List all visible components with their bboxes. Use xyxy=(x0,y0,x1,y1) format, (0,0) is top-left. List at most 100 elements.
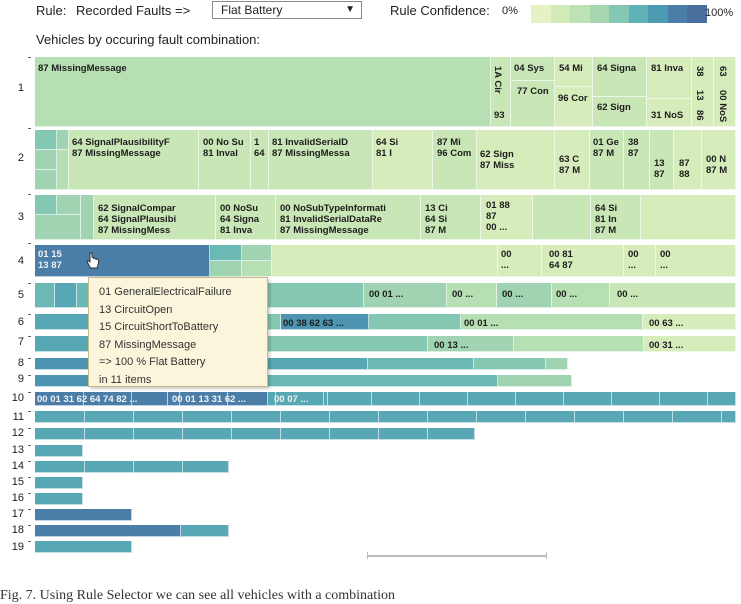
fault-combination-block[interactable] xyxy=(35,375,90,387)
fault-combination-block[interactable] xyxy=(168,392,268,406)
fault-combination-block[interactable] xyxy=(511,81,555,127)
fault-combination-block[interactable] xyxy=(447,283,497,308)
fault-combination-block[interactable] xyxy=(216,195,276,240)
fault-combination-block[interactable] xyxy=(368,358,474,370)
fault-combination-block[interactable] xyxy=(35,130,57,150)
fault-combination-block[interactable] xyxy=(477,130,555,190)
fault-combination-block[interactable] xyxy=(498,245,542,277)
fault-combination-block[interactable] xyxy=(242,245,272,261)
fault-combination-block[interactable] xyxy=(268,358,368,370)
fault-combination-block[interactable] xyxy=(69,130,199,190)
rule-select[interactable]: Flat Battery ▼ xyxy=(212,1,362,19)
fault-combination-block[interactable] xyxy=(268,283,364,308)
fault-combination-block[interactable] xyxy=(251,130,269,190)
fault-combination-block[interactable] xyxy=(674,130,702,190)
fault-combination-block[interactable] xyxy=(555,87,593,127)
block-divider xyxy=(476,411,477,423)
row-label: 1 xyxy=(17,82,24,94)
fault-combination-block[interactable] xyxy=(643,314,736,330)
fault-combination-block[interactable] xyxy=(514,336,644,352)
fault-combination-block[interactable] xyxy=(269,130,373,190)
fault-combination-block[interactable] xyxy=(555,57,593,87)
fault-combination-block[interactable] xyxy=(94,195,216,240)
fault-combination-block[interactable] xyxy=(268,375,498,387)
fault-combination-block[interactable] xyxy=(610,283,736,308)
fault-combination-block[interactable] xyxy=(35,509,132,521)
fault-combination-block[interactable] xyxy=(35,541,132,553)
fault-combination-block[interactable] xyxy=(35,283,55,308)
fault-combination-block[interactable] xyxy=(644,336,736,352)
fault-combination-block[interactable] xyxy=(35,358,90,370)
fault-combination-block[interactable] xyxy=(268,314,281,330)
fault-combination-block[interactable] xyxy=(498,375,572,387)
fault-combination-block[interactable] xyxy=(641,195,736,240)
fault-combination-block[interactable] xyxy=(35,445,83,457)
fault-combination-block[interactable] xyxy=(35,525,181,537)
fault-combination-block[interactable] xyxy=(35,336,90,352)
fault-combination-block[interactable] xyxy=(35,245,210,277)
fault-combination-block[interactable] xyxy=(373,130,433,190)
fault-combination-block[interactable] xyxy=(35,428,475,440)
fault-combination-block[interactable] xyxy=(593,57,647,97)
fault-combination-block[interactable] xyxy=(474,358,546,370)
fault-combination-block[interactable] xyxy=(55,283,77,308)
fault-combination-block[interactable] xyxy=(555,130,590,190)
fault-combination-block[interactable] xyxy=(57,195,81,215)
fault-combination-block[interactable] xyxy=(542,245,624,277)
row-label: 19 xyxy=(11,541,24,553)
fault-combination-block[interactable] xyxy=(57,130,69,150)
fault-combination-block[interactable] xyxy=(210,245,242,261)
fault-combination-block[interactable] xyxy=(369,314,461,330)
fault-combination-block[interactable] xyxy=(35,150,57,170)
fault-combination-block[interactable] xyxy=(491,57,511,127)
fault-combination-block[interactable] xyxy=(199,130,251,190)
fault-combination-block[interactable] xyxy=(511,57,555,81)
fault-combination-block[interactable] xyxy=(35,493,83,505)
fault-combination-block[interactable] xyxy=(702,130,736,190)
fault-combination-block[interactable] xyxy=(35,461,229,473)
fault-combination-block[interactable] xyxy=(433,130,477,190)
fault-combination-block[interactable] xyxy=(268,336,428,352)
fault-combination-block[interactable] xyxy=(35,477,83,489)
fault-combination-block[interactable] xyxy=(552,283,610,308)
fault-combination-block[interactable] xyxy=(268,392,328,406)
fault-combination-block[interactable] xyxy=(81,195,94,240)
fault-combination-block[interactable] xyxy=(647,99,692,127)
fault-combination-block[interactable] xyxy=(35,215,81,240)
axis-tick xyxy=(28,358,31,359)
fault-combination-block[interactable] xyxy=(647,57,692,99)
fault-combination-block[interactable] xyxy=(181,525,229,537)
fault-combination-block[interactable] xyxy=(364,283,447,308)
fault-combination-block[interactable] xyxy=(328,392,736,406)
block-divider xyxy=(83,392,84,406)
fault-combination-block[interactable] xyxy=(714,57,736,127)
fault-combination-block[interactable] xyxy=(35,392,168,406)
fault-combination-block[interactable] xyxy=(57,150,69,190)
fault-combination-block[interactable] xyxy=(692,57,714,127)
fault-combination-block[interactable] xyxy=(35,195,57,215)
fault-combination-block[interactable] xyxy=(591,195,641,240)
fault-combination-block[interactable] xyxy=(210,261,242,277)
fault-combination-block[interactable] xyxy=(35,411,736,423)
fault-combination-block[interactable] xyxy=(624,130,650,190)
fault-combination-block[interactable] xyxy=(272,245,498,277)
fault-combination-block[interactable] xyxy=(276,195,421,240)
fault-combination-block[interactable] xyxy=(497,283,552,308)
fault-combination-block[interactable] xyxy=(428,336,514,352)
fault-combination-block[interactable] xyxy=(35,314,90,330)
fault-combination-block[interactable] xyxy=(281,314,369,330)
horizontal-scrollbar[interactable] xyxy=(367,552,547,559)
fault-combination-block[interactable] xyxy=(421,195,481,240)
fault-combination-block[interactable] xyxy=(624,245,656,277)
fault-combination-block[interactable] xyxy=(590,130,624,190)
fault-combination-block[interactable] xyxy=(35,57,491,127)
fault-combination-block[interactable] xyxy=(242,261,272,277)
fault-combination-block[interactable] xyxy=(546,358,568,370)
fault-combination-block[interactable] xyxy=(481,195,533,240)
fault-combination-block[interactable] xyxy=(650,130,674,190)
fault-combination-block[interactable] xyxy=(593,97,647,127)
fault-combination-block[interactable] xyxy=(461,314,643,330)
fault-combination-block[interactable] xyxy=(35,170,57,190)
fault-combination-block[interactable] xyxy=(533,195,591,240)
fault-combination-block[interactable] xyxy=(656,245,736,277)
